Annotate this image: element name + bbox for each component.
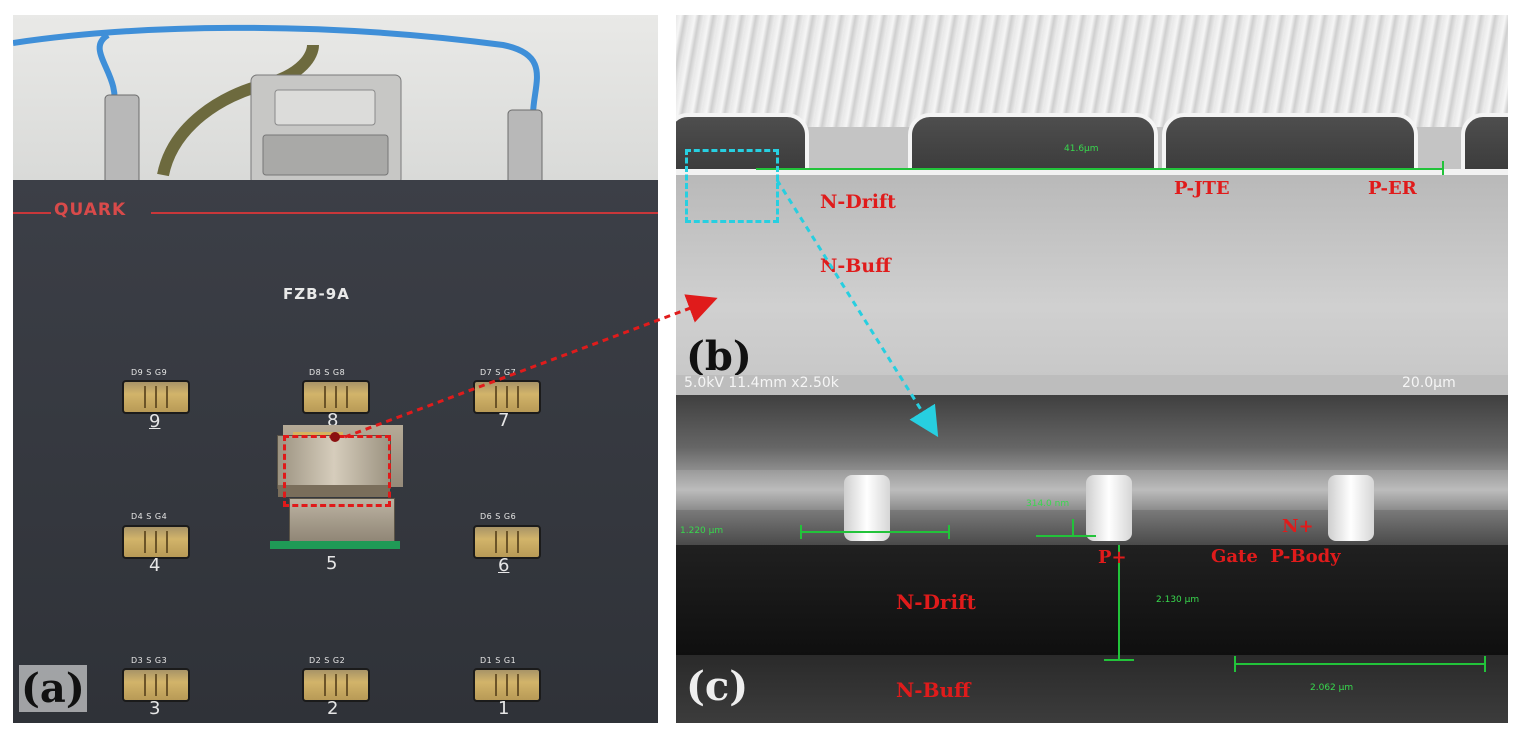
- dut-pcb: [270, 541, 400, 549]
- measure-line-b: [756, 168, 1442, 170]
- socket-7-pin-label: D7 S G7: [480, 368, 517, 377]
- socket-3[interactable]: [122, 668, 190, 702]
- brand-logo: QUARK: [54, 200, 127, 220]
- label-n-drift-b: N-Drift: [820, 191, 896, 213]
- panel-a-tag: (a): [19, 665, 87, 712]
- surface-debris: [676, 15, 1508, 127]
- socket-3-pin-label: D3 S G3: [131, 656, 168, 665]
- socket-3-number: 3: [149, 698, 161, 719]
- socket-9-pin-label: D9 S G9: [131, 368, 168, 377]
- dut-clamp: [278, 485, 390, 497]
- measure-line-4: [1234, 663, 1486, 665]
- fixture-photo-panel: QUARK FZB-9A D9 S G9 9 D8 S G8 8 D7 S G7…: [13, 15, 658, 723]
- cables-and-connectors: [13, 24, 543, 186]
- sem-overview-panel: 41.6µm N-Drift N-Buff P-JTE P-ER (b) 5.0…: [676, 15, 1508, 395]
- measure-tick-1b: [948, 525, 950, 539]
- sem-zoom-panel: 1.220 µm 314.0 nm 2.130 µm 2.062 µm N+ G…: [676, 395, 1508, 723]
- socket-4-number: 4: [149, 555, 161, 576]
- label-n-buff-c: N-Buff: [896, 678, 971, 702]
- red-zoom-arrow: [344, 294, 718, 439]
- substrate-bulk: [676, 175, 1508, 395]
- buffer-region: [676, 655, 1508, 723]
- measure-line-2: [1036, 535, 1096, 537]
- socket-8-number: 8: [327, 410, 339, 431]
- panel-c-tag: (c): [686, 663, 749, 710]
- measure-tick-b: [1442, 161, 1444, 175]
- socket-1[interactable]: [473, 668, 541, 702]
- label-gate-pbody: Gate P-Body: [1211, 546, 1341, 567]
- measure-tick-4b: [1484, 656, 1486, 672]
- drift-region: [676, 545, 1508, 655]
- brand-line-left: [13, 212, 51, 214]
- label-n-plus: N+: [1282, 516, 1314, 537]
- cyan-zoom-arrow: [775, 179, 939, 438]
- socket-1-number: 1: [498, 698, 510, 719]
- label-p-er: P-ER: [1368, 178, 1417, 199]
- device-surface: [676, 169, 1508, 175]
- socket-6[interactable]: [473, 525, 541, 559]
- socket-1-pin-label: D1 S G1: [480, 656, 517, 665]
- measure-label-3: 2.130 µm: [1156, 595, 1200, 605]
- contact-1: [844, 475, 890, 541]
- passivation-layer: [676, 395, 1508, 470]
- label-p-jte: P-JTE: [1174, 178, 1230, 199]
- measure-tick-1a: [800, 525, 802, 539]
- label-p-plus: P+: [1098, 547, 1127, 568]
- contact-3: [1328, 475, 1374, 541]
- socket-6-pin-label: D6 S G6: [480, 512, 517, 521]
- power-device-package[interactable]: [277, 435, 391, 489]
- label-n-drift-c: N-Drift: [896, 590, 976, 614]
- socket-2-number: 2: [327, 698, 339, 719]
- socket-8[interactable]: [302, 380, 370, 414]
- contact-2: [1086, 475, 1132, 541]
- panel-b-tag: (b): [686, 333, 752, 380]
- red-origin-dot: [330, 432, 340, 442]
- socket-4[interactable]: [122, 525, 190, 559]
- sem-parameters: 5.0kV 11.4mm x2.50k: [684, 375, 839, 391]
- socket-9[interactable]: [122, 380, 190, 414]
- fixture-model: FZB-9A: [283, 285, 350, 303]
- measure-label-b: 41.6µm: [1064, 144, 1099, 154]
- measure-tick-2: [1072, 519, 1074, 537]
- socket-6-number: 6: [498, 555, 510, 576]
- measure-label-2: 314.0 nm: [1026, 499, 1070, 509]
- brand-line-right: [151, 212, 658, 214]
- socket-7-number: 7: [498, 410, 510, 431]
- socket-4-pin-label: D4 S G4: [131, 512, 168, 521]
- measure-label-4: 2.062 µm: [1310, 683, 1354, 693]
- measure-line-1: [800, 531, 950, 533]
- trench-4: [1461, 113, 1508, 179]
- socket-2[interactable]: [302, 668, 370, 702]
- measure-line-3: [1118, 545, 1120, 660]
- sem-scale: 20.0µm: [1402, 375, 1456, 391]
- zoom-region-box: [685, 149, 779, 223]
- sem-info-bar: 5.0kV 11.4mm x2.50k 20.0µm: [676, 375, 1508, 395]
- socket-9-number: 9: [149, 411, 161, 432]
- label-n-buff-b: N-Buff: [820, 255, 891, 277]
- socket-2-pin-label: D2 S G2: [309, 656, 346, 665]
- measure-tick-3: [1104, 659, 1134, 661]
- socket-8-pin-label: D8 S G8: [309, 368, 346, 377]
- socket-5-number: 5: [326, 553, 338, 574]
- measure-label-1: 1.220 µm: [680, 526, 724, 536]
- measure-tick-4a: [1234, 656, 1236, 672]
